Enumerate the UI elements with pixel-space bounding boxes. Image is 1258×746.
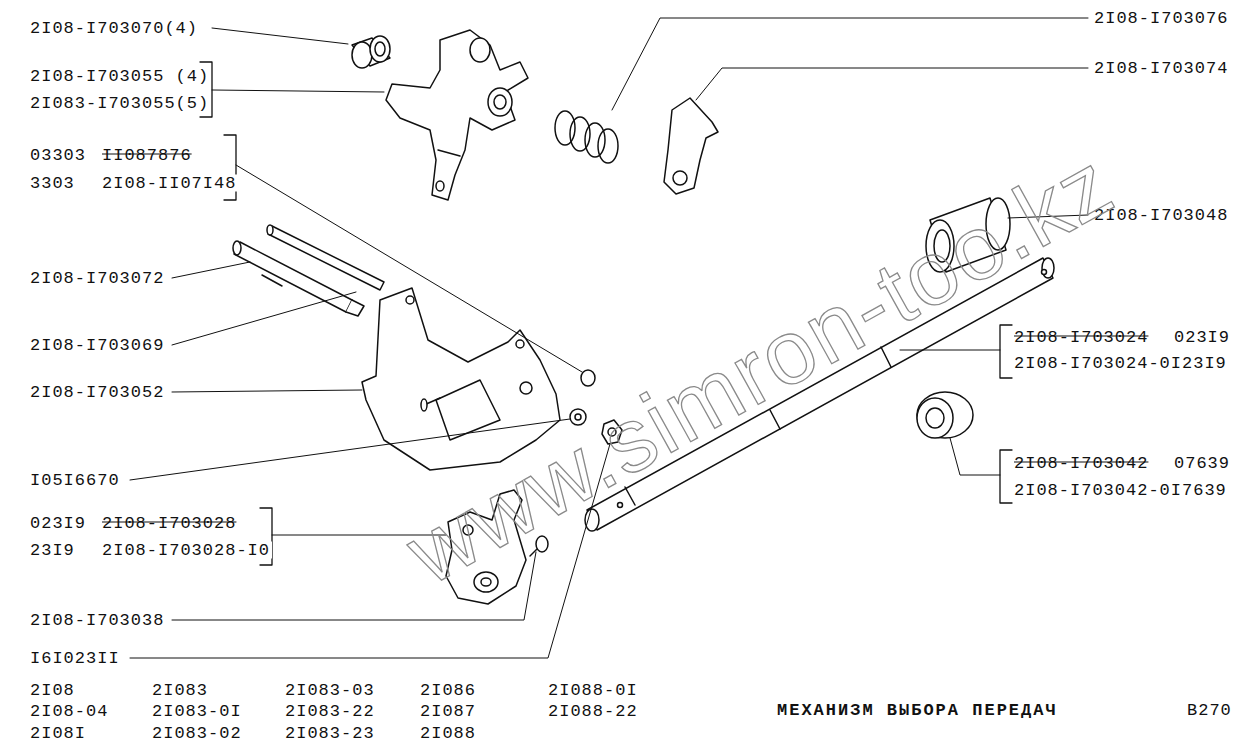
part-number: 3303 xyxy=(28,175,77,192)
lock-plate xyxy=(664,98,718,194)
part-number: 2I08-I703028 xyxy=(100,515,238,532)
part-number: 2I08-I703028-I0 xyxy=(100,542,272,559)
part-number: 2I08-I703072 xyxy=(28,270,166,287)
part-number: B270 xyxy=(1185,702,1234,719)
model-code: 2I083-03 xyxy=(283,682,377,699)
part-number: 2I08-I703024 xyxy=(1012,329,1150,346)
bushing xyxy=(352,36,390,68)
part-number: 2I08-I703076 xyxy=(1092,10,1230,27)
part-number: 2I08-I703074 xyxy=(1092,60,1230,77)
model-code: 2I087 xyxy=(418,703,478,720)
part-number: 23I9 xyxy=(1180,355,1229,372)
part-number: 2I08-I703052 xyxy=(28,384,166,401)
spring xyxy=(555,111,618,163)
oil-seal xyxy=(917,392,973,438)
part-number: 03303 xyxy=(28,147,88,164)
part-number: 023I9 xyxy=(28,515,88,532)
part-number: 7639 xyxy=(1180,482,1229,499)
selector-lever xyxy=(386,30,528,200)
model-code: 2I088-22 xyxy=(546,703,640,720)
part-number: 2I08-I703042 xyxy=(1012,455,1150,472)
part-number: 23I9 xyxy=(28,542,77,559)
model-code: 2I083-22 xyxy=(283,703,377,720)
part-number: 2I08-I703069 xyxy=(28,337,166,354)
model-code: 2I086 xyxy=(418,682,478,699)
part-number: 2I08-I703070(4) xyxy=(28,20,200,37)
part-number: 07639 xyxy=(1172,455,1232,472)
pins xyxy=(233,225,384,316)
part-number: I6I023II xyxy=(28,650,122,667)
part-number: 023I9 xyxy=(1172,329,1232,346)
model-code: 2I083-02 xyxy=(150,725,244,742)
part-number: 2I08-I703024-0I xyxy=(1012,355,1184,372)
model-code: 2I08I xyxy=(28,725,88,742)
part-number: 2I08-I703042-0I xyxy=(1012,482,1184,499)
model-code: 2I08-04 xyxy=(28,703,110,720)
model-code: 2I083-0I xyxy=(150,703,244,720)
part-number: 2I08-I703055 (4) xyxy=(28,68,211,85)
part-number: 2I08-II07I48 xyxy=(100,175,238,192)
leader-lines xyxy=(130,18,1088,658)
model-code: 2I088 xyxy=(418,725,478,742)
model-code: 2I08 xyxy=(28,682,77,699)
model-code: 2I083-23 xyxy=(283,725,377,742)
part-number: I05I6670 xyxy=(28,472,122,489)
model-code: 2I083 xyxy=(150,682,210,699)
model-code: 2I088-0I xyxy=(546,682,640,699)
part-number: 2I083-I703055(5) xyxy=(28,95,211,112)
part-number: II087876 xyxy=(100,147,194,164)
sheet-title: МЕХАНИЗМ ВЫБОРА ПЕРЕДАЧ xyxy=(775,702,1060,719)
part-number: 2I08-I703038 xyxy=(28,612,166,629)
